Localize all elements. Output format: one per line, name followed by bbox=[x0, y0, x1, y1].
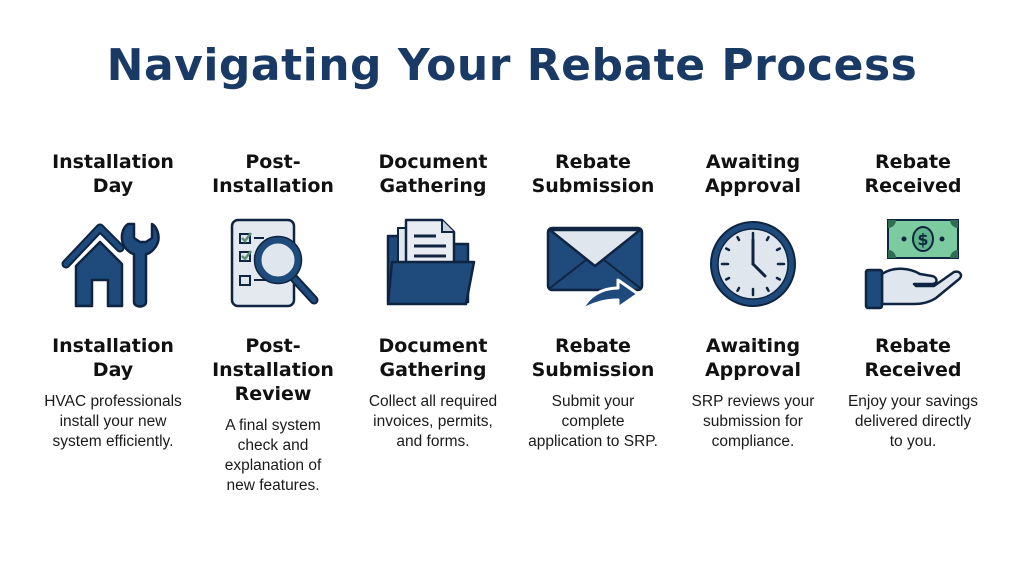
step-heading: Installation Day bbox=[52, 335, 174, 381]
step-title: Installation Day bbox=[52, 151, 174, 197]
page-title: Navigating Your Rebate Process bbox=[106, 40, 918, 91]
step-title: Post- Installation bbox=[212, 151, 334, 197]
step-title: Rebate Submission bbox=[531, 151, 655, 197]
step-heading: Awaiting Approval bbox=[704, 335, 802, 381]
clock-icon bbox=[710, 221, 796, 307]
step-heading: Rebate Received bbox=[864, 335, 962, 381]
house-wrench-icon bbox=[61, 222, 160, 308]
step-description: A final system check and explanation of … bbox=[224, 417, 322, 494]
svg-text:$: $ bbox=[917, 230, 928, 249]
checklist-magnifier-icon bbox=[230, 218, 319, 308]
step-title: Rebate Received bbox=[864, 151, 962, 197]
step-heading: Document Gathering bbox=[378, 335, 488, 381]
step-heading: Post- Installation Review bbox=[212, 335, 334, 405]
step-description: Enjoy your savings delivered directly to… bbox=[847, 393, 979, 450]
step-awaiting-approval: Awaiting Approval Awaiting Approval bbox=[673, 150, 833, 452]
process-steps: Installation Day Installation Day HVAC p… bbox=[33, 150, 993, 550]
step-installation-day: Installation Day Installation Day HVAC p… bbox=[33, 150, 193, 452]
step-title: Document Gathering bbox=[378, 151, 488, 197]
step-heading: Rebate Submission bbox=[531, 335, 655, 381]
step-description: Collect all required invoices, permits, … bbox=[368, 393, 498, 450]
step-description: SRP reviews your submission for complian… bbox=[691, 393, 815, 450]
step-rebate-received: Rebate Received $ Rebate Received Enjoy … bbox=[833, 150, 993, 452]
step-title: Awaiting Approval bbox=[704, 151, 802, 197]
step-document-gathering: Document Gathering Document Gathering Co… bbox=[353, 150, 513, 452]
step-rebate-submission: Rebate Submission Rebate Submission Subm… bbox=[513, 150, 673, 452]
hand-money-icon: $ bbox=[864, 219, 963, 310]
folder-documents-icon bbox=[386, 218, 476, 306]
step-post-installation: Post- Installation Post- Installation Re… bbox=[193, 150, 353, 496]
step-description: HVAC professionals install your new syst… bbox=[44, 393, 182, 450]
envelope-send-icon bbox=[546, 226, 644, 312]
step-description: Submit your complete application to SRP. bbox=[528, 393, 658, 450]
